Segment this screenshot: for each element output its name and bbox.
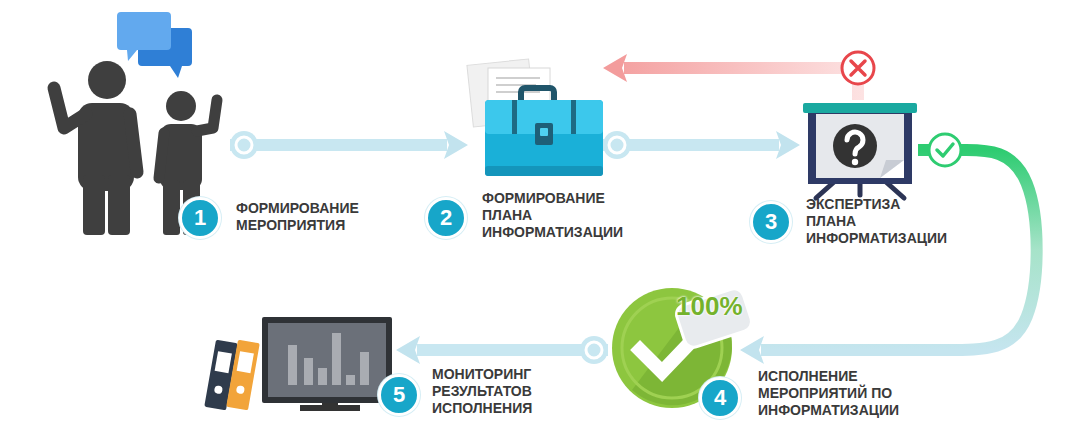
arrow-head — [776, 131, 800, 159]
approve-symbol-part — [937, 144, 953, 156]
arrow-head — [740, 336, 764, 364]
binders-icon-part-part — [237, 351, 254, 373]
monitor-chart-icon-part — [288, 345, 297, 385]
step-label: ИСПОЛНЕНИЕ МЕРОПРИЯТИЙ ПО ИНФОРМАТИЗАЦИИ — [758, 368, 908, 419]
arrow-head — [396, 336, 420, 364]
people-figure-part — [108, 175, 130, 235]
briefcase-icon-part — [571, 100, 576, 134]
binders-icon-part-part — [236, 385, 245, 394]
connectors — [230, 54, 1037, 364]
step-number: 3 — [750, 201, 792, 243]
briefcase-icon-part — [540, 128, 548, 136]
connector-line — [761, 150, 1037, 350]
briefcase-icon-part — [496, 77, 540, 79]
monitor-chart-icon-part — [262, 317, 392, 403]
reject-symbol — [842, 52, 874, 84]
monitor-chart-icon-part — [304, 358, 313, 385]
connector-line — [624, 68, 858, 100]
easel-board-icon-part — [852, 159, 858, 165]
people-figure-part — [54, 88, 86, 128]
easel-board-icon-part — [880, 160, 904, 178]
easel-board-icon-part — [816, 114, 904, 178]
start-dot — [580, 336, 608, 364]
step-node: 3ЭКСПЕРТИЗА ПЛАНА ИНФОРМАТИЗАЦИИ — [800, 100, 918, 198]
connector-line — [417, 344, 608, 356]
start-dot — [603, 131, 631, 159]
step-number: 2 — [425, 197, 467, 239]
easel-board-icon-part — [886, 182, 904, 198]
step-number: 4 — [699, 377, 741, 419]
arrow-head — [444, 131, 468, 159]
monitor-chart-icon-part — [360, 352, 369, 385]
approve-symbol — [929, 134, 961, 166]
briefcase-icon — [467, 59, 603, 176]
briefcase-icon-part — [512, 100, 517, 134]
percent-label: 100% — [676, 291, 743, 321]
people-figure-part — [159, 133, 164, 178]
connector-line — [230, 139, 447, 151]
briefcase-icon-part — [485, 100, 603, 176]
step-label: МОНИТОРИНГ РЕЗУЛЬТАТОВ ИСПОЛНЕНИЯ — [432, 366, 532, 417]
start-dot-ring — [236, 137, 252, 153]
start-dot — [230, 131, 258, 159]
people-figure-part — [88, 61, 126, 99]
connector-arrow — [230, 131, 468, 159]
people-figure-part — [197, 100, 217, 131]
monitor-chart-icon — [262, 317, 392, 411]
connector-arrow — [740, 150, 1037, 364]
people-figure-part — [83, 175, 105, 235]
binders-icon-part-part — [226, 340, 259, 411]
done-check-icon-part — [674, 286, 754, 349]
monitor-chart-icon-part — [268, 323, 386, 397]
step-node: 1ФОРМИРОВАНИЕ МЕРОПРИЯТИЯ — [40, 12, 230, 237]
easel-board-icon-part — [833, 124, 877, 168]
reject-symbol-part — [842, 52, 874, 84]
briefcase-icon-part — [535, 123, 553, 145]
people-figure-part — [117, 12, 171, 61]
monitor-chart-icon-part — [318, 368, 327, 385]
easel-board-icon-part — [880, 160, 904, 178]
binders-icon-part-part — [215, 351, 232, 373]
briefcase-icon-part — [485, 166, 603, 176]
binders-icon-part — [226, 340, 259, 411]
reject-symbol-part — [851, 61, 865, 75]
start-dot-ring — [586, 342, 602, 358]
easel-board-icon-part — [808, 108, 912, 184]
approve-symbol-part — [929, 134, 961, 166]
step-label: ФОРМИРОВАНИЕ ПЛАНА ИНФОРМАТИЗАЦИИ — [482, 190, 623, 241]
monitor-chart-icon-part — [346, 375, 355, 385]
easel-board-icon-part — [816, 182, 834, 198]
connector-arrow — [396, 336, 608, 364]
step-label: ФОРМИРОВАНИЕ МЕРОПРИЯТИЯ — [236, 200, 359, 234]
step-number: 5 — [378, 374, 420, 416]
arrow-head — [603, 54, 627, 82]
step-node: 5МОНИТОРИНГ РЕЗУЛЬТАТОВ ИСПОЛНЕНИЯ — [200, 312, 396, 418]
easel-board-icon-part — [803, 103, 917, 113]
people-figure-part — [166, 91, 196, 121]
step-label: ЭКСПЕРТИЗА ПЛАНА ИНФОРМАТИЗАЦИИ — [806, 196, 947, 247]
people-figure-part — [163, 180, 180, 235]
step-number: 1 — [179, 197, 221, 239]
easel-board-icon-part — [847, 132, 863, 154]
monitor-chart-icon-part — [332, 333, 341, 385]
binders-icon — [204, 340, 259, 411]
binders-icon-part-part — [214, 385, 223, 394]
step-node: 2ФОРМИРОВАНИЕ ПЛАНА ИНФОРМАТИЗАЦИИ — [468, 55, 603, 177]
connector-arrow — [603, 54, 858, 100]
people-figure-part — [130, 114, 137, 172]
easel-board-icon — [803, 103, 917, 198]
connector-arrow — [603, 131, 800, 159]
start-dot-ring — [609, 137, 625, 153]
